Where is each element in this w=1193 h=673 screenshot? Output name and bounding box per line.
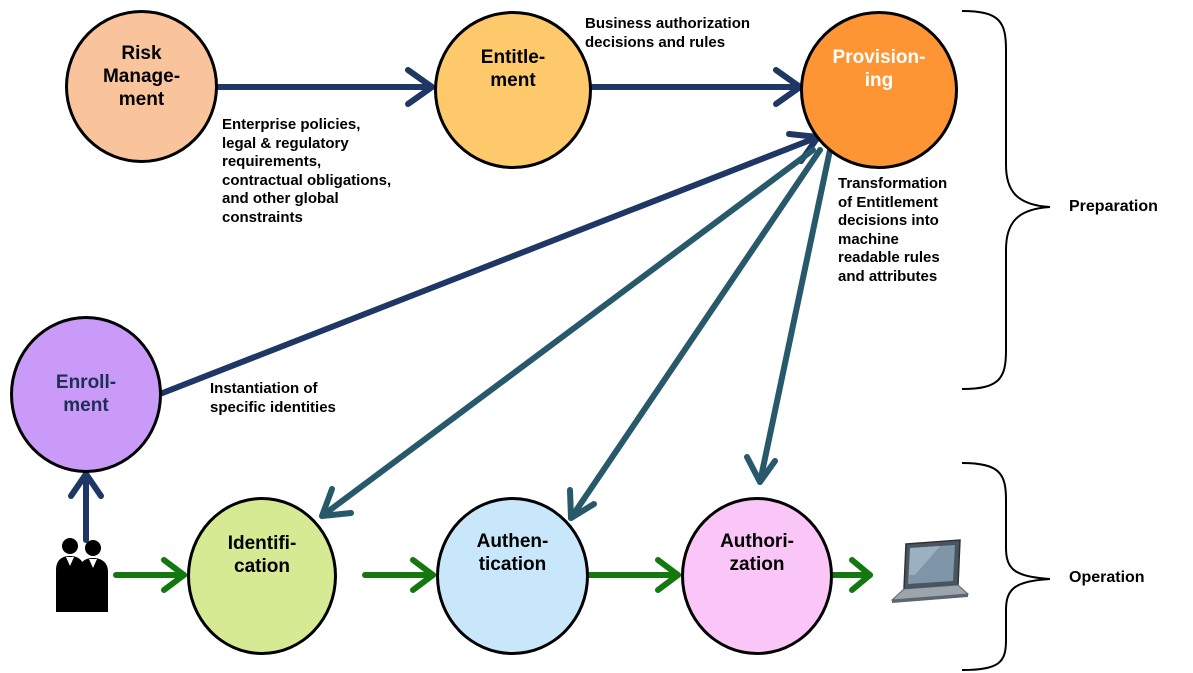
arrow-entitlement-to-provisioning (585, 67, 803, 107)
node-enrollment-label: Enroll- ment (55, 372, 117, 416)
node-authorization: Authori- zation (681, 497, 833, 655)
arrow-risk-to-entitlement (212, 67, 435, 107)
node-entitlement: Entitle- ment (434, 11, 592, 169)
preparation-bracket (961, 10, 1051, 390)
node-entitlement-label: Entitle- ment (480, 47, 546, 91)
arrow-people-to-identification (113, 557, 187, 593)
node-authentication-label: Authen- tication (476, 531, 549, 575)
section-label-preparation: Preparation (1069, 198, 1158, 215)
arrow-provisioning-to-identification (319, 147, 816, 519)
laptop-icon (890, 539, 970, 603)
node-identification-label: Identifi- cation (227, 533, 297, 577)
note-instantiation: Instantiation of specific identities (210, 380, 336, 416)
node-authentication: Authen- tication (436, 497, 589, 655)
arrow-provisioning-to-authorization (744, 147, 833, 485)
arrow-people-to-enrollment (68, 471, 104, 543)
operation-bracket (961, 462, 1051, 671)
node-provisioning-label: Provision- ing (832, 47, 926, 91)
arrow-authentication-to-authorization (585, 557, 681, 593)
note-transformation: Transformation of Entitlement decisions … (838, 175, 948, 285)
node-enrollment: Enroll- ment (10, 316, 162, 473)
people-silhouette-icon (56, 538, 108, 612)
note-business-authorization: Business authorization decisions and rul… (585, 15, 751, 51)
arrow-provisioning-to-authentication (567, 147, 823, 521)
node-provisioning: Provision- ing (800, 11, 958, 169)
section-label-operation: Operation (1069, 569, 1145, 586)
arrow-identification-to-authentication (362, 557, 436, 593)
node-identification: Identifi- cation (187, 497, 337, 655)
node-risk-management: Risk Manage- ment (65, 10, 218, 163)
node-risk-management-label: Risk Manage- ment (102, 43, 181, 110)
note-enterprise-policies: Enterprise policies, legal & regulatory … (222, 116, 392, 226)
arrow-authorization-to-laptop (830, 557, 873, 593)
node-authorization-label: Authori- zation (720, 531, 794, 575)
